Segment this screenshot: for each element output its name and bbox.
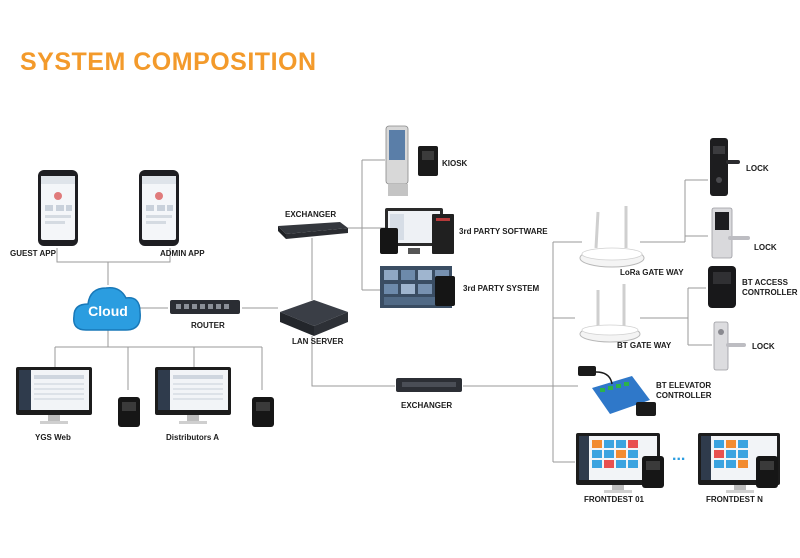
- lock-3-device: [713, 321, 746, 371]
- node-labels: Cloud GUEST APP ADMIN APP ROUTER LAN SER…: [10, 159, 798, 504]
- router-label: ROUTER: [191, 321, 225, 330]
- card-reader-left-1: [118, 397, 140, 427]
- lan-server-device: [280, 300, 348, 336]
- admin-app-phone: [139, 170, 179, 246]
- third-party-software-label: 3rd PARTY SOFTWARE: [459, 227, 548, 236]
- exchanger-bottom-device: [396, 378, 462, 392]
- frontdesk-n-label: FRONTDEST N: [706, 495, 763, 504]
- bt-access-controller-label-line1: BT ACCESS: [742, 278, 789, 287]
- bt-elevator-controller-label-line1: BT ELEVATOR: [656, 381, 711, 390]
- bt-gateway-device: [579, 284, 641, 343]
- bt-gateway-label: BT GATE WAY: [617, 341, 672, 350]
- kiosk-label: KIOSK: [442, 159, 468, 168]
- ygs-web-label: YGS Web: [35, 433, 71, 442]
- router-device: [170, 300, 240, 314]
- distributors-a-label: Distributors A: [166, 433, 219, 442]
- third-party-software-device: [380, 208, 454, 254]
- lock-2-device: [711, 207, 750, 259]
- lock-2-label: LOCK: [754, 243, 777, 252]
- admin-app-label: ADMIN APP: [160, 249, 205, 258]
- third-party-system-device: [380, 266, 455, 308]
- exchanger-top-label: EXCHANGER: [285, 210, 336, 219]
- frontdesk-01-monitor: [576, 433, 664, 493]
- exchanger-top-device: [278, 222, 348, 239]
- distributors-a-monitor: [155, 367, 231, 424]
- lora-gateway-label: LoRa GATE WAY: [620, 268, 684, 277]
- lock-1-device: [710, 138, 740, 196]
- ygs-web-monitor: [16, 367, 92, 424]
- bt-elevator-controller-label-line2: CONTROLLER: [656, 391, 712, 400]
- lock-3-label: LOCK: [752, 342, 775, 351]
- frontdesk-01-label: FRONTDEST 01: [584, 495, 645, 504]
- cloud-label: Cloud: [88, 303, 128, 319]
- card-reader-left-2: [252, 397, 274, 427]
- bt-elevator-controller-device: [578, 366, 656, 416]
- diagram-title: SYSTEM COMPOSITION: [20, 48, 317, 76]
- connector-lines: [54, 159, 712, 463]
- bt-access-controller-device: [708, 266, 736, 308]
- kiosk-device: [385, 125, 438, 196]
- third-party-system-label: 3rd PARTY SYSTEM: [463, 284, 540, 293]
- more-devices-ellipsis: ...: [672, 447, 685, 464]
- exchanger-bottom-label: EXCHANGER: [401, 401, 452, 410]
- frontdesk-n-monitor: [698, 433, 780, 493]
- lock-1-label: LOCK: [746, 164, 769, 173]
- guest-app-label: GUEST APP: [10, 249, 57, 258]
- lan-server-label: LAN SERVER: [292, 337, 344, 346]
- guest-app-phone: [38, 170, 78, 246]
- bt-access-controller-label-line2: CONTROLLER: [742, 288, 798, 297]
- lora-gateway-device: [579, 206, 645, 268]
- cloud-icon: [73, 286, 141, 331]
